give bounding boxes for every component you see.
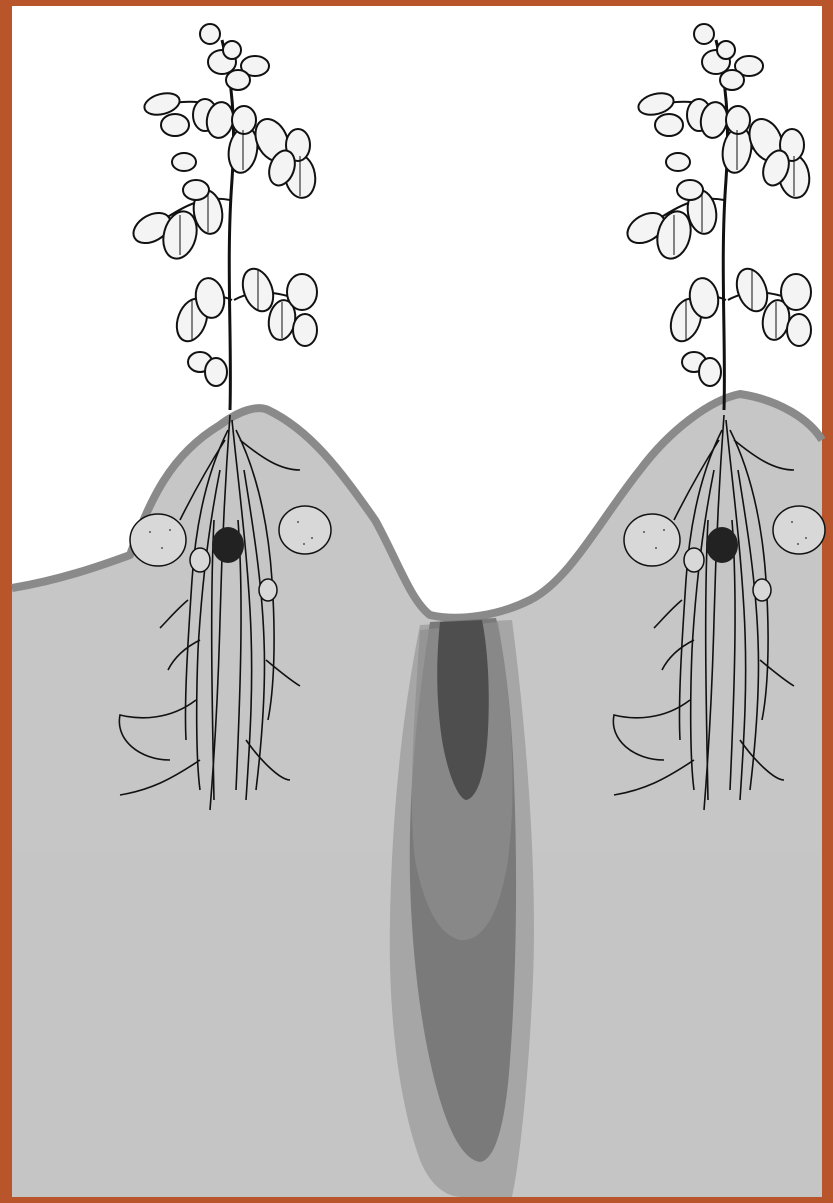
potato-irrigation-diagram <box>0 0 833 1203</box>
diagram-frame <box>0 0 833 1203</box>
